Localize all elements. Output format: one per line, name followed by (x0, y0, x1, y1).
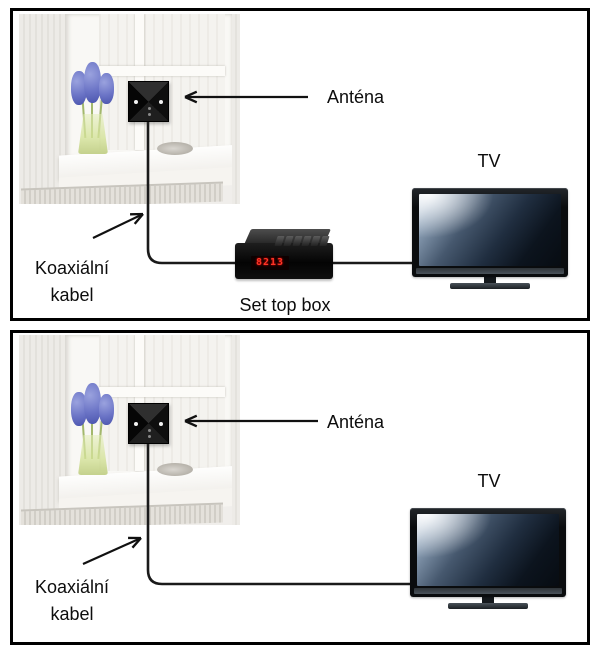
antenna-device (128, 403, 169, 444)
flower-bloom (99, 73, 114, 104)
antenna-screw-icon (159, 99, 163, 104)
tv-stand-neck (484, 277, 496, 283)
antenna-screw-icon (159, 421, 163, 426)
flower-bloom (84, 62, 101, 103)
arrow-to-cable (82, 536, 142, 566)
antenna-label: Anténa (327, 87, 385, 107)
tv-bottom-strip (414, 588, 562, 594)
coaxial-cable-label-line1: Koaxiální (34, 258, 110, 278)
glass-vase (78, 114, 108, 154)
set-top-box-device: 8213 (235, 229, 333, 283)
wall-stripes-right (232, 14, 240, 204)
keys-on-sill (157, 142, 193, 155)
coaxial-cable-label-line2: kabel (50, 604, 94, 624)
tv-stand-base (448, 603, 528, 609)
set-top-box-buttons (274, 236, 330, 246)
antenna-detail-dot (147, 106, 151, 110)
glass-vase (78, 435, 108, 475)
tv-device (410, 508, 566, 609)
flower-bloom (84, 383, 101, 424)
flower-bloom (99, 394, 114, 425)
antenna-detail-dot (147, 435, 151, 439)
antenna-device (128, 81, 169, 122)
tv-bezel (410, 508, 566, 597)
led-display: 8213 (251, 256, 289, 270)
coaxial-cable-label-line2: kabel (50, 285, 94, 305)
tv-bottom-strip (416, 268, 564, 274)
arrow-to-cable (92, 212, 144, 239)
tv-device (412, 188, 568, 289)
tv-screen (419, 194, 561, 266)
flower-bloom (71, 71, 87, 105)
hyacinth-flowers (71, 62, 117, 154)
wall-stripes-right (232, 335, 240, 525)
flower-bloom (71, 392, 87, 426)
wall-stripes-left (19, 14, 65, 204)
antenna-label: Anténa (327, 412, 385, 432)
tv-bezel (412, 188, 568, 277)
diagram-panel-set-top-box: 8213 Anténa TV Koaxiální kabel Set top b… (10, 8, 590, 321)
coaxial-cable-label: Koaxiální kabel (13, 255, 131, 309)
antenna-detail-dot (147, 113, 151, 117)
set-top-box-front: 8213 (235, 243, 333, 279)
tv-screen (417, 514, 559, 586)
antenna-detail-dot (147, 428, 151, 432)
window-mullion-horizontal (99, 387, 225, 397)
tv-stand-base (450, 283, 530, 289)
window-mullion-horizontal (99, 66, 225, 76)
hyacinth-flowers (71, 383, 117, 475)
keys-on-sill (157, 463, 193, 476)
coaxial-cable-label-line1: Koaxiální (34, 577, 110, 597)
set-top-box-label: Set top box (239, 295, 331, 315)
tv-label: TV (477, 471, 501, 491)
diagram-panel-direct-to-tv: Anténa TV Koaxiální kabel (10, 330, 590, 645)
antenna-screw-icon (134, 421, 138, 426)
wall-stripes-left (19, 335, 65, 525)
tv-label: TV (477, 151, 501, 171)
coaxial-cable-label: Koaxiální kabel (13, 574, 131, 628)
tv-stand-neck (482, 597, 494, 603)
antenna-screw-icon (134, 99, 138, 104)
